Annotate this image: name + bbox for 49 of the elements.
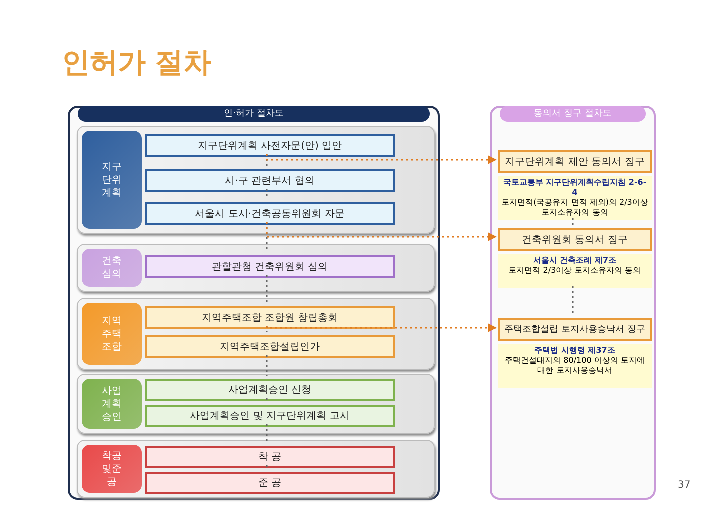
process-box: 지구단위계획 제안 동의서 징구 xyxy=(498,150,652,173)
note-text: 토지면적(국공유지 면적 제외)의 2/3이상 토지소유자의 동의 xyxy=(501,198,649,218)
note-text: 토지면적 2/3이상 토지소유자의 동의 xyxy=(508,266,642,276)
connector-line xyxy=(266,275,268,303)
process-box: 사업계획승인 및 지구단위계획 고시 xyxy=(145,405,395,427)
chart-panel xyxy=(68,106,440,500)
connector-line xyxy=(266,424,268,443)
process-box: 주택조합설립 토지사용승낙서 징구 xyxy=(498,318,652,341)
note-heading: 국토교통부 지구단위계획수립지침 2-6-4 xyxy=(502,178,648,198)
panel-header: 동의서 징구 절차도 xyxy=(500,106,646,122)
page-title: 인허가 절차 xyxy=(62,45,212,81)
process-box: 지역주택조합설립인가 xyxy=(145,335,395,358)
connector-line xyxy=(266,465,268,469)
page-number: 37 xyxy=(678,480,691,491)
note-box xyxy=(498,176,652,220)
phase-label: 착공및준공 xyxy=(82,445,142,493)
phase-panel xyxy=(77,244,435,292)
arrow xyxy=(266,154,497,164)
chart-panel xyxy=(490,106,656,500)
note-heading: 주택법 시행령 제37조 xyxy=(534,346,616,356)
connector-line xyxy=(266,398,268,402)
note-box xyxy=(498,254,652,288)
phase-panel xyxy=(77,298,435,370)
phase-label: 사업계획승인 xyxy=(82,379,142,429)
arrow xyxy=(266,324,497,332)
connector-line xyxy=(266,355,268,376)
phase-panel xyxy=(77,126,435,234)
process-box: 서울시 도시·건축공동위원회 자문 xyxy=(145,202,395,225)
connector-line xyxy=(266,189,268,199)
note-box xyxy=(498,344,652,388)
connector-line xyxy=(572,218,574,226)
phase-panel xyxy=(77,440,435,498)
process-box: 착 공 xyxy=(145,446,395,468)
process-box: 시·구 관련부서 협의 xyxy=(145,169,395,192)
phase-label: 지구단위계획 xyxy=(82,131,142,229)
process-box: 지역주택조합 조합원 창립총회 xyxy=(145,306,395,329)
phase-label: 지역주택조합 xyxy=(82,303,142,365)
note-heading: 서울시 건축조례 제7조 xyxy=(532,256,618,266)
arrow xyxy=(266,222,497,242)
connector-line xyxy=(572,286,574,316)
phase-panel xyxy=(77,374,435,434)
process-box: 사업계획승인 신청 xyxy=(145,379,395,401)
process-box: 관할관청 건축위원회 심의 xyxy=(145,255,395,278)
process-box: 지구단위계획 사전자문(안) 입안 xyxy=(145,134,395,157)
panel-header: 인·허가 절차도 xyxy=(78,106,430,122)
process-box: 건축위원회 동의서 징구 xyxy=(498,228,652,251)
note-text: 주택건설대지의 80/100 이상의 토지에 대한 토지사용승낙서 xyxy=(504,356,646,376)
phase-label: 건축심의 xyxy=(82,249,142,287)
process-box: 준 공 xyxy=(145,472,395,494)
